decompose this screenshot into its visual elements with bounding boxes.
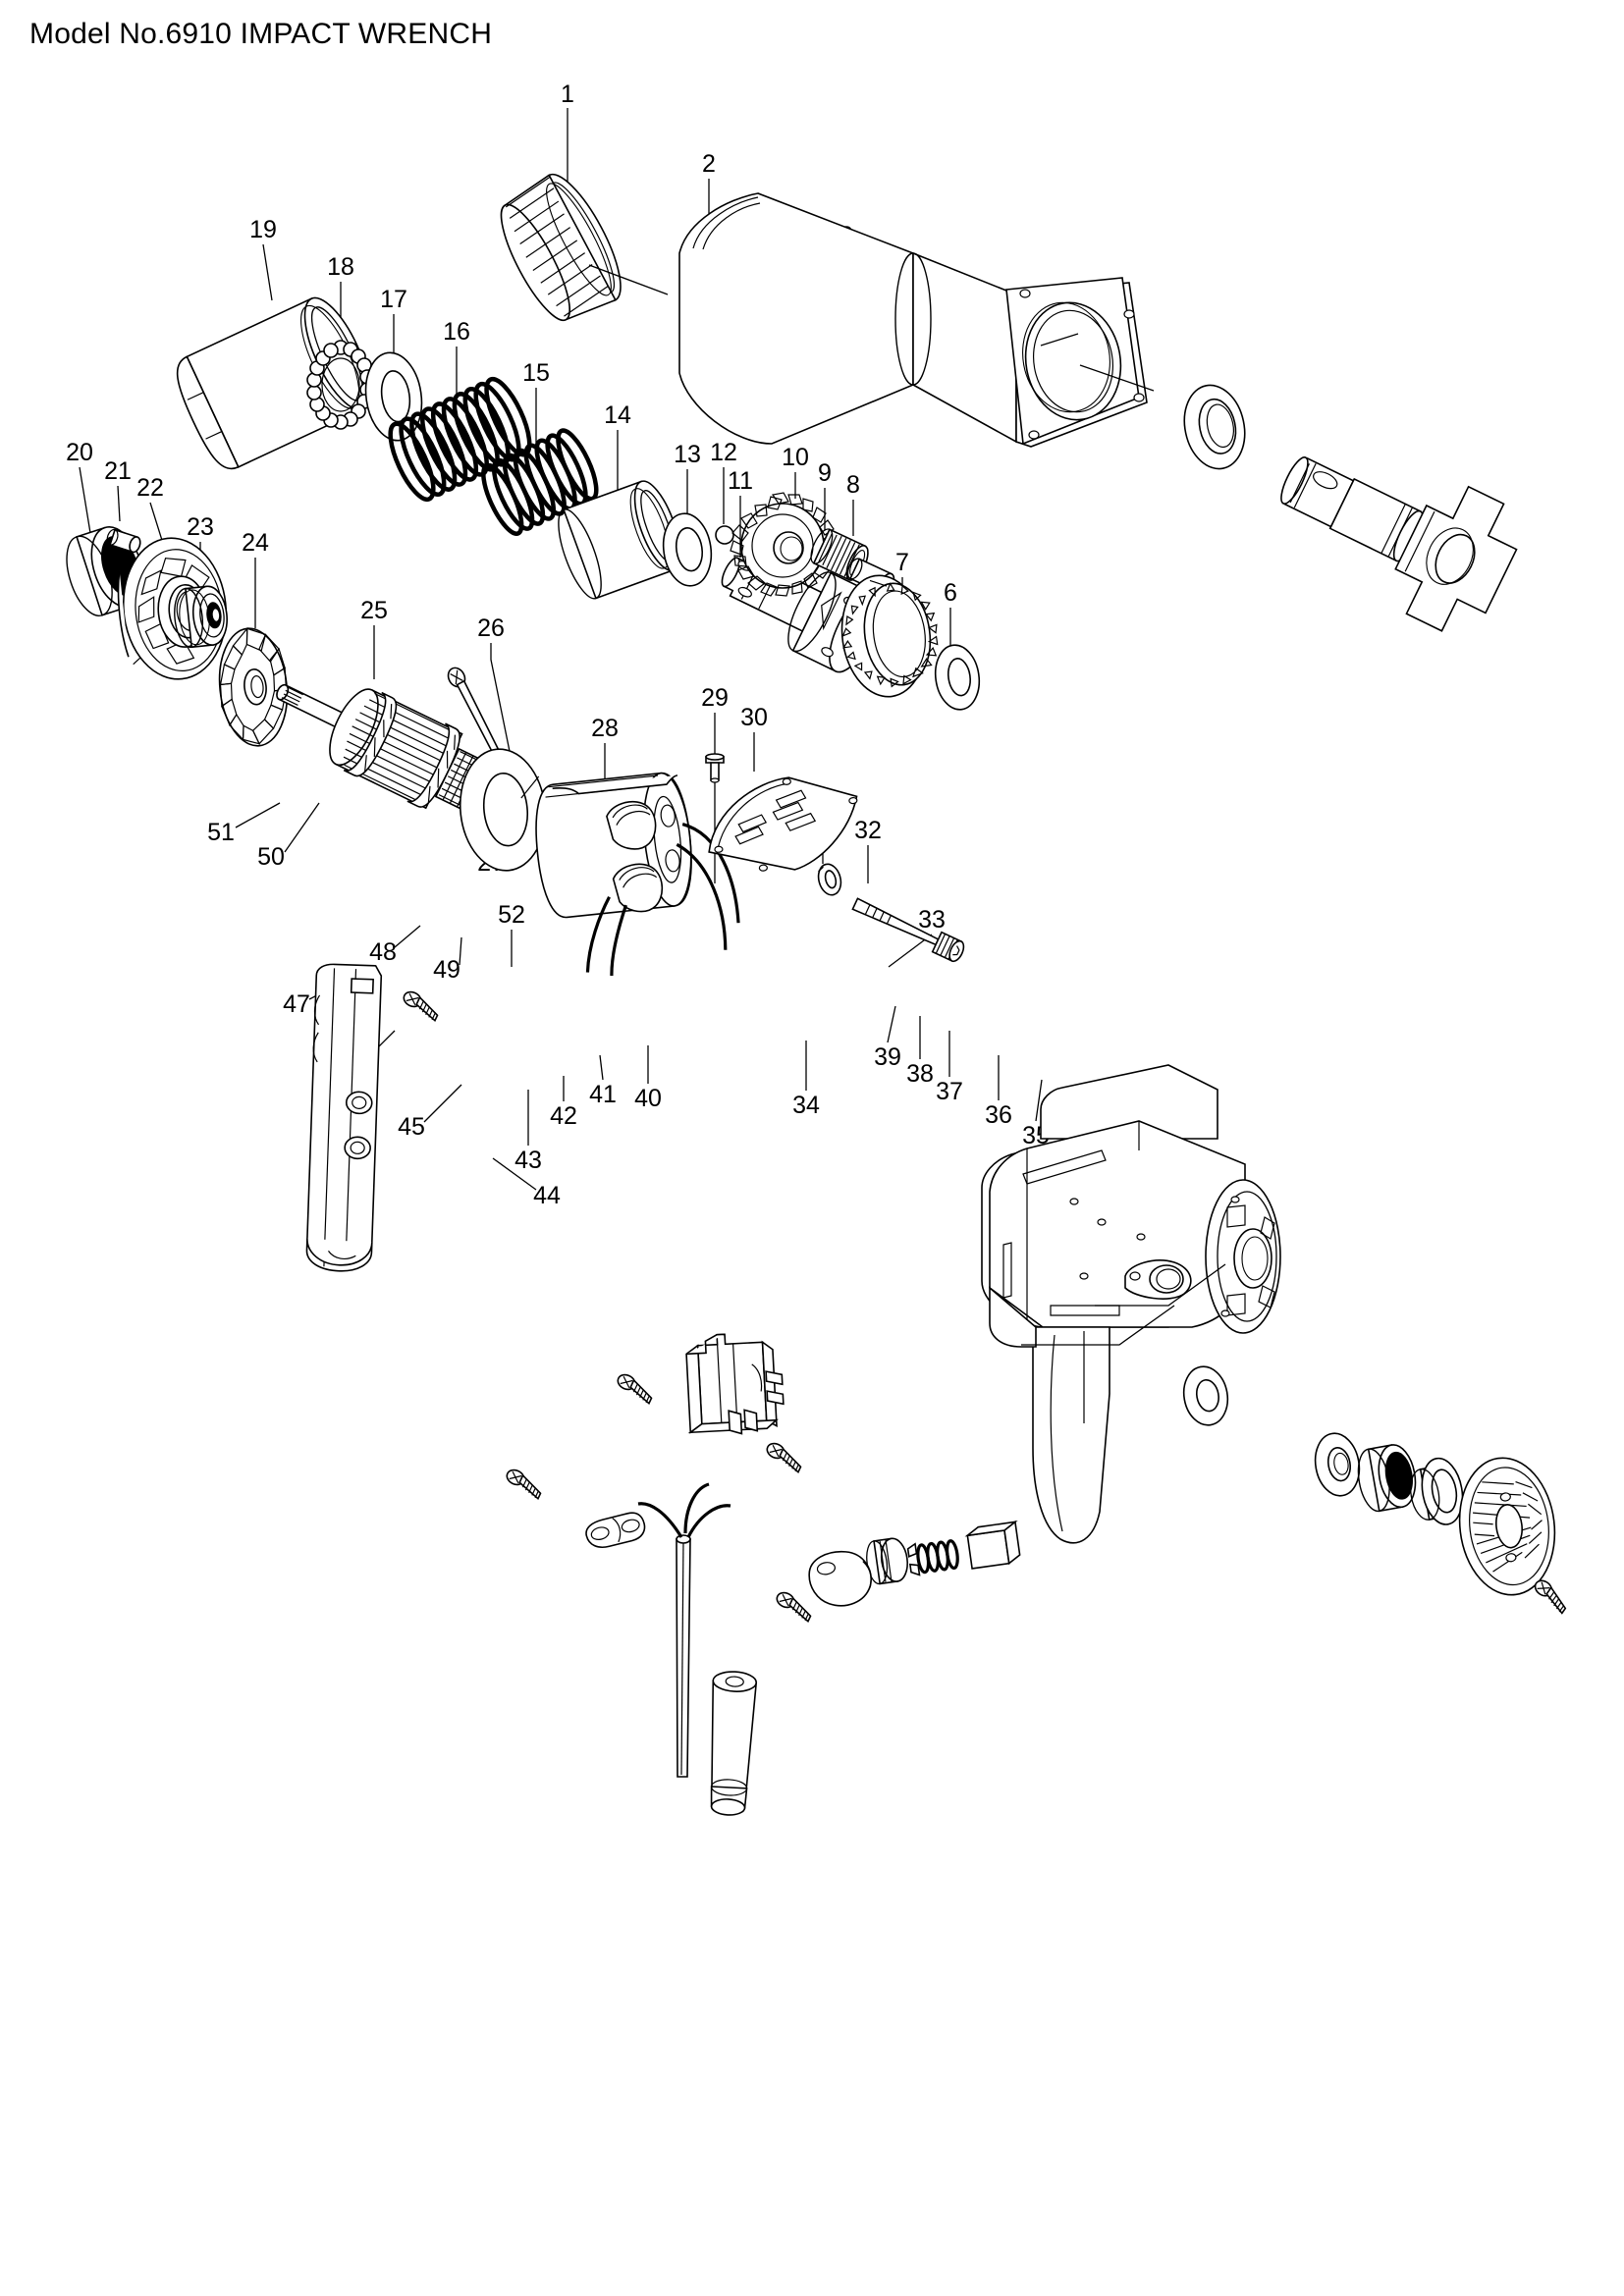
svg-text:49: 49 [433, 956, 460, 984]
svg-text:38: 38 [906, 1060, 934, 1088]
svg-text:20: 20 [66, 439, 93, 466]
part-43-tapping-screw [772, 1589, 816, 1623]
part-33-motor-housing [981, 1064, 1281, 1544]
svg-text:33: 33 [918, 906, 946, 934]
part-6-flat-washer [934, 644, 981, 711]
svg-text:45: 45 [398, 1113, 425, 1141]
svg-text:44: 44 [533, 1182, 561, 1209]
svg-text:2: 2 [702, 150, 716, 178]
svg-text:25: 25 [360, 597, 388, 624]
part-30-vent-cover [708, 776, 858, 872]
part-28-field-coil [535, 772, 740, 977]
svg-text:50: 50 [257, 843, 285, 871]
svg-text:36: 36 [985, 1101, 1012, 1129]
svg-text:28: 28 [591, 715, 619, 742]
svg-text:48: 48 [369, 938, 397, 966]
svg-text:52: 52 [498, 901, 525, 929]
svg-text:18: 18 [327, 253, 354, 281]
svg-text:21: 21 [104, 457, 132, 485]
svg-text:32: 32 [854, 817, 882, 844]
part-3-oil-seal-ring [1183, 384, 1246, 470]
svg-text:42: 42 [550, 1102, 577, 1130]
part-40-carbon-brush [906, 1520, 1021, 1576]
svg-text:23: 23 [187, 513, 214, 541]
part-38-bearing-box [1357, 1444, 1417, 1513]
svg-text:26: 26 [477, 614, 505, 642]
part-32-long-screw [851, 897, 965, 963]
svg-text:13: 13 [674, 441, 701, 468]
svg-text:47: 47 [283, 990, 310, 1018]
svg-text:43: 43 [514, 1147, 542, 1174]
part-48-tapping-screw [613, 1371, 657, 1405]
part-45-power-cord [637, 1482, 731, 1778]
svg-text:17: 17 [380, 286, 407, 313]
part-5-anvil [1280, 456, 1518, 632]
svg-text:16: 16 [443, 318, 470, 346]
part-41-brush-holder-cap [866, 1537, 908, 1585]
svg-text:15: 15 [522, 359, 550, 387]
svg-text:41: 41 [589, 1081, 617, 1108]
page-title: Model No.6910 IMPACT WRENCH [29, 18, 493, 50]
part-36-vented-end-cap [1458, 1457, 1556, 1596]
svg-text:6: 6 [944, 579, 957, 607]
part-1-retaining-ring [500, 173, 622, 322]
part-2-hammer-case [678, 192, 1148, 448]
svg-text:12: 12 [710, 439, 737, 466]
part-46-cord-clamp [585, 1512, 646, 1548]
svg-text:24: 24 [242, 529, 269, 557]
part-13-washer-ring [662, 512, 713, 587]
part-52-tapping-screw [762, 1440, 806, 1473]
svg-text:10: 10 [782, 444, 809, 471]
svg-text:9: 9 [818, 459, 832, 487]
part-49-trigger-switch [685, 1333, 785, 1435]
part-31-lock-washer [817, 863, 842, 896]
part-35-tapping-screw [1529, 1576, 1573, 1615]
part-7-internal-ring-gear [840, 574, 939, 698]
part-42-brush-cover-plate [808, 1550, 872, 1607]
part-44-cord-sleeve [710, 1671, 758, 1816]
svg-text:14: 14 [604, 401, 631, 429]
svg-text:34: 34 [792, 1092, 820, 1119]
part-21-pin [106, 528, 141, 554]
part-23-ball-bearing [174, 585, 228, 649]
part-50-brush-holder-plate [305, 963, 383, 1272]
svg-text:19: 19 [249, 216, 277, 243]
part-34-flat-washer [1182, 1365, 1229, 1426]
svg-text:1: 1 [561, 80, 574, 108]
svg-text:39: 39 [874, 1043, 901, 1071]
svg-text:40: 40 [634, 1085, 662, 1112]
svg-text:11: 11 [728, 467, 753, 495]
part-29-tapping-screw [705, 753, 725, 783]
svg-text:51: 51 [207, 819, 235, 846]
svg-text:22: 22 [136, 474, 164, 502]
svg-text:30: 30 [740, 704, 768, 731]
part-51-tapping-screw [399, 988, 443, 1022]
part-10-spur-gear [730, 492, 837, 597]
svg-text:29: 29 [701, 684, 729, 712]
part-37-rubber-ring [1410, 1457, 1464, 1525]
part-19-hammer-cylinder [176, 296, 371, 470]
svg-text:7: 7 [895, 549, 909, 576]
part-47-tapping-screw [502, 1467, 546, 1500]
svg-text:37: 37 [936, 1078, 963, 1105]
part-39-flat-washer [1314, 1432, 1361, 1497]
svg-text:8: 8 [846, 471, 860, 499]
part-27-insulation-washer [459, 748, 547, 872]
part-12-steel-ball [715, 525, 734, 545]
